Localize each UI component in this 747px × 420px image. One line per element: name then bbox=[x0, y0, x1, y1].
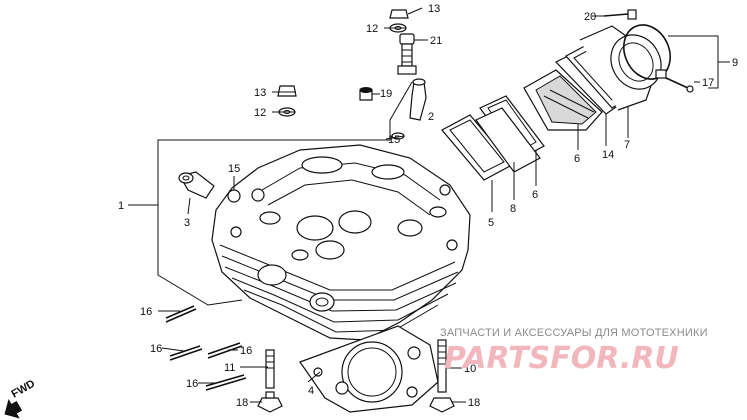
cap-nut-13-left bbox=[277, 85, 297, 97]
callout-15-right: 15 bbox=[388, 134, 400, 146]
cap-nut-13-top bbox=[389, 9, 409, 19]
assembly-9-bracket bbox=[668, 35, 730, 89]
head-gasket bbox=[299, 325, 439, 413]
callout-16-b: 16 bbox=[150, 343, 162, 355]
callout-11: 11 bbox=[224, 362, 235, 374]
stud-and-nut-right bbox=[429, 339, 455, 413]
callout-18-right: 18 bbox=[468, 397, 480, 409]
insulator-3 bbox=[178, 171, 215, 199]
callout-18-left: 18 bbox=[236, 397, 248, 409]
callout-16-c: 16 bbox=[240, 345, 252, 357]
callout-14: 14 bbox=[602, 149, 614, 161]
callout-12-left: 12 bbox=[254, 107, 266, 119]
callout-19: 19 bbox=[380, 88, 392, 100]
callout-3: 3 bbox=[184, 217, 190, 229]
callout-15-left: 15 bbox=[228, 163, 240, 175]
callout-13-left: 13 bbox=[254, 87, 266, 99]
callout-7: 7 bbox=[624, 139, 630, 151]
bolt-20 bbox=[603, 9, 637, 20]
dowel-pin-and-bolt-left bbox=[257, 349, 283, 413]
watermark: ЗАПЧАСТИ И АКСЕССУАРЫ ДЛЯ МОТОТЕХНИКИ PA… bbox=[440, 327, 708, 376]
callout-20: 20 bbox=[584, 11, 596, 23]
forward-direction-indicator: FWD bbox=[4, 378, 38, 419]
plug-19 bbox=[359, 87, 373, 101]
callout-10: 10 bbox=[464, 363, 476, 375]
pipe-2 bbox=[409, 78, 427, 121]
clamp-band-9 bbox=[623, 24, 671, 80]
spark-plug bbox=[397, 33, 417, 75]
callout-21: 21 bbox=[430, 35, 442, 47]
callout-16-a: 16 bbox=[140, 306, 152, 318]
callout-16-d: 16 bbox=[186, 378, 198, 390]
screw-17 bbox=[665, 77, 694, 93]
callout-9: 9 bbox=[732, 57, 738, 69]
cylinder-head bbox=[211, 144, 471, 341]
forward-arrow-icon bbox=[4, 399, 23, 419]
fwd-label: FWD bbox=[10, 378, 38, 401]
callout-5: 5 bbox=[488, 217, 494, 229]
callout-1: 1 bbox=[118, 200, 124, 212]
callout-6-upper: 6 bbox=[574, 153, 580, 165]
gasket-6-lower bbox=[475, 107, 541, 173]
callout-2: 2 bbox=[428, 111, 434, 123]
callout-labels: 1 2 3 4 5 6 6 7 8 9 10 11 12 12 13 13 14… bbox=[118, 3, 738, 409]
watermark-logo: PARTSFOR.RU bbox=[444, 341, 679, 376]
leader-lines bbox=[158, 7, 700, 403]
callout-4: 4 bbox=[308, 385, 314, 397]
reed-valve-body bbox=[523, 69, 603, 131]
stud-bolts bbox=[165, 305, 247, 391]
assembly-1-bracket bbox=[128, 81, 413, 306]
callout-13-top: 13 bbox=[428, 3, 440, 15]
o-ring-15-left bbox=[227, 189, 241, 203]
watermark-caption: ЗАПЧАСТИ И АКСЕССУАРЫ ДЛЯ МОТОТЕХНИКИ bbox=[440, 327, 708, 339]
callout-8: 8 bbox=[510, 203, 516, 215]
callout-17: 17 bbox=[702, 77, 714, 89]
callout-12-top: 12 bbox=[366, 23, 378, 35]
callout-6-lower: 6 bbox=[532, 189, 538, 201]
